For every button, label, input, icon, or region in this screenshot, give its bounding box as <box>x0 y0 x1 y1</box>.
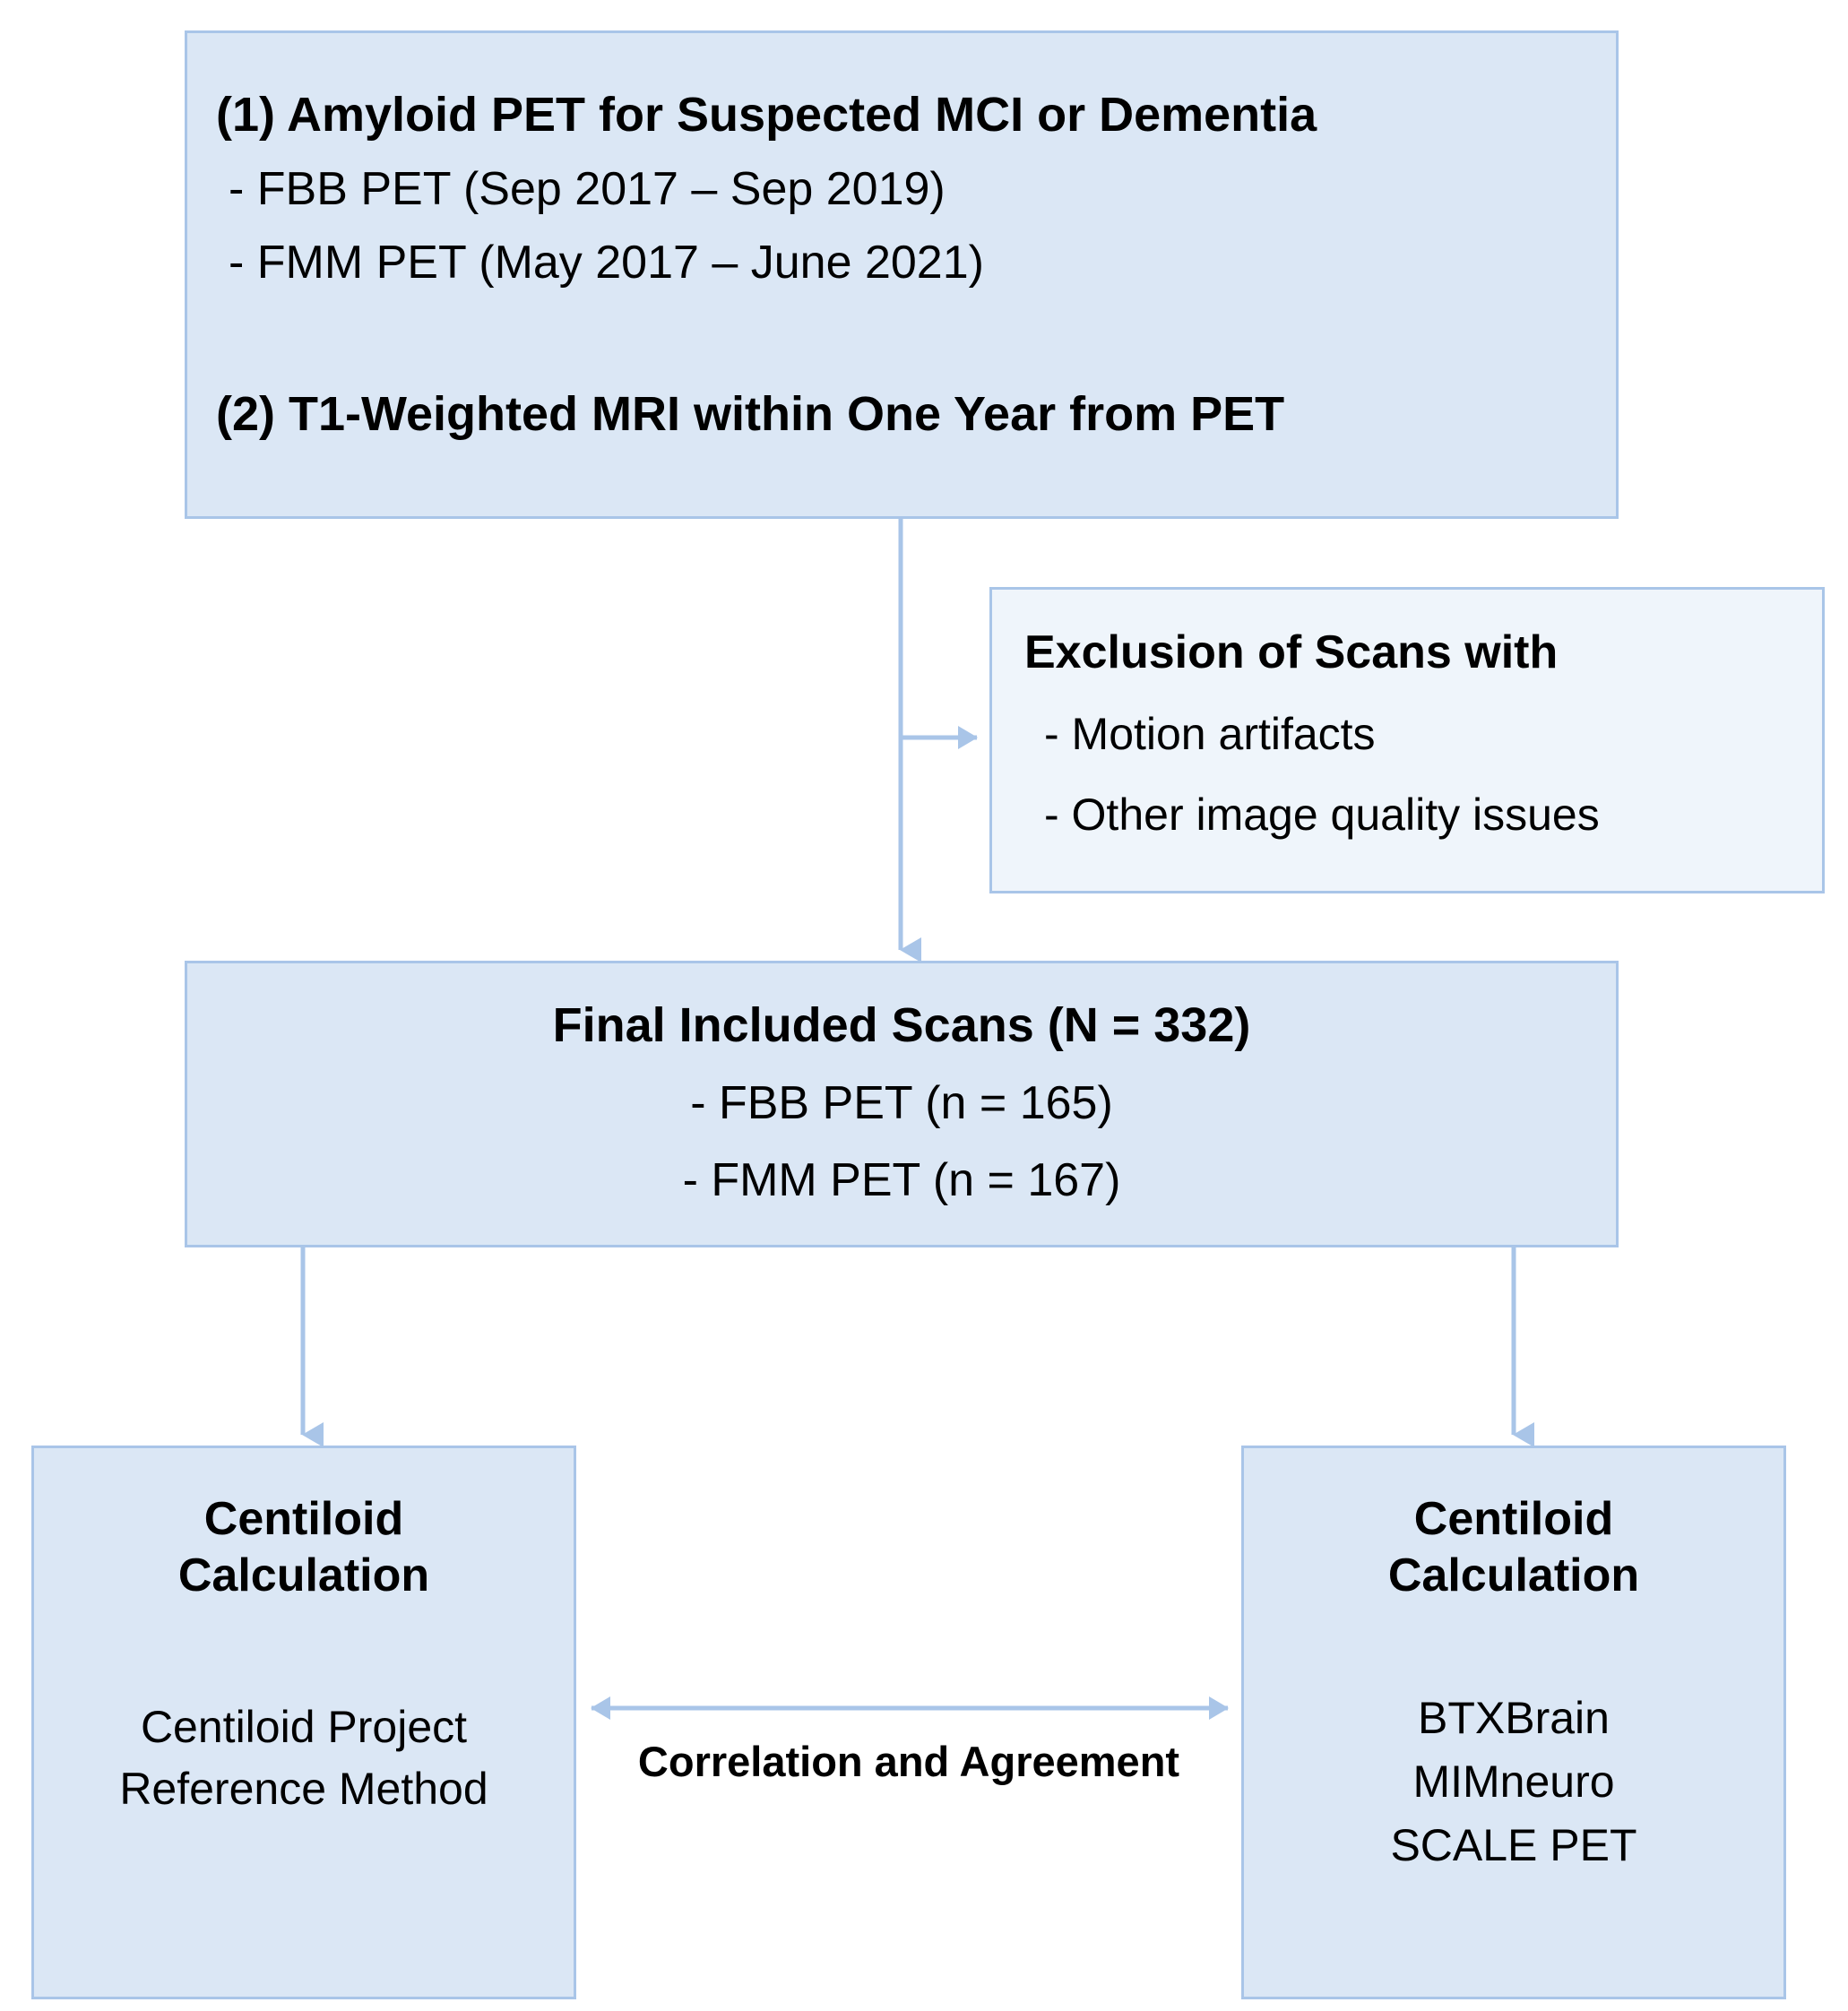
eligibility-criterion-2-title: (2) T1-Weighted MRI within One Year from… <box>216 387 1285 441</box>
centiloid-right-title-line-1: Centiloid <box>1413 1493 1614 1545</box>
centiloid-right-method-mimneuro: MIMneuro <box>1412 1756 1615 1807</box>
centiloid-left-method-list: Centiloid Project Reference Method <box>119 1700 488 1817</box>
centiloid-right-method-btxbrain: BTXBrain <box>1418 1692 1610 1743</box>
exclusion-item-image-quality: - Other image quality issues <box>1044 790 1600 840</box>
comparison-label: Correlation and Agreement <box>637 1738 1180 1785</box>
node-exclusion-criteria: Exclusion of Scans with - Motion artifac… <box>989 587 1825 893</box>
eligibility-criterion-1-title: (1) Amyloid PET for Suspected MCI or Dem… <box>216 88 1317 142</box>
centiloid-left-title-line-2: Calculation <box>177 1549 430 1602</box>
centiloid-right-method-list: BTXBrain MIMneuro SCALE PET <box>1390 1691 1636 1873</box>
eligibility-criterion-1-item-fbb: - FBB PET (Sep 2017 – Sep 2019) <box>229 163 946 215</box>
centiloid-right-method-scale-pet: SCALE PET <box>1390 1819 1637 1870</box>
exclusion-title: Exclusion of Scans with <box>1024 626 1559 678</box>
node-eligibility-criteria: (1) Amyloid PET for Suspected MCI or Dem… <box>185 30 1619 519</box>
included-item-fbb: - FBB PET (n = 165) <box>690 1077 1113 1129</box>
node-centiloid-calculation-software: Centiloid Calculation BTXBrain MIMneuro … <box>1241 1446 1786 1999</box>
centiloid-left-method-1: Centiloid Project <box>140 1701 468 1752</box>
centiloid-left-method-2: Reference Method <box>119 1763 488 1814</box>
eligibility-criterion-1-item-fmm: - FMM PET (May 2017 – June 2021) <box>229 237 984 289</box>
exclusion-item-motion-artifacts: - Motion artifacts <box>1044 709 1376 759</box>
centiloid-left-title-line-1: Centiloid <box>203 1493 404 1545</box>
centiloid-right-title-line-2: Calculation <box>1387 1549 1640 1602</box>
node-final-included-scans: Final Included Scans (N = 332) - FBB PET… <box>185 961 1619 1247</box>
included-title: Final Included Scans (N = 332) <box>552 998 1251 1052</box>
node-centiloid-calculation-reference: Centiloid Calculation Centiloid Project … <box>31 1446 576 1999</box>
included-item-fmm: - FMM PET (n = 167) <box>682 1154 1121 1206</box>
